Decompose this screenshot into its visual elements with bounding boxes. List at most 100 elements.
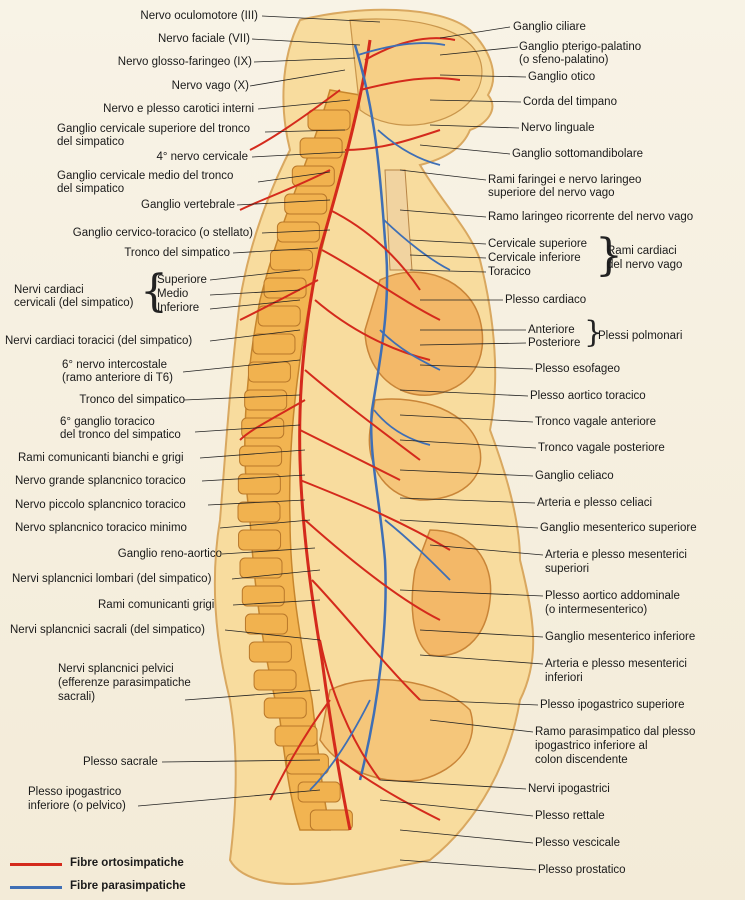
leader-line (399, 497, 536, 504)
leader-line (419, 699, 539, 706)
brace-plessi-polmonari: } (584, 315, 604, 350)
leader-line (251, 151, 346, 158)
label-ramo-anteriore-t6: (ramo anteriore di T6) (62, 372, 173, 384)
label-nervo-faciale: Nervo faciale (VII) (157, 33, 250, 45)
leader-line (409, 254, 487, 259)
vertebra (241, 585, 285, 607)
vertebra (237, 473, 281, 495)
leader-line (201, 474, 306, 482)
vertebra (248, 641, 292, 663)
leader-line (419, 654, 544, 665)
nerve-fiber (309, 699, 371, 791)
leader-line (209, 289, 301, 296)
legend-swatch-ortho (10, 863, 62, 866)
label-medio: Medio (157, 288, 189, 300)
leader-line (199, 449, 306, 459)
label-ganglio-cervicale-medio: Ganglio cervicale medio del tronco (57, 170, 234, 182)
label-corda-timpano: Corda del timpano (523, 96, 617, 108)
vertebra (237, 501, 281, 523)
leader-line (221, 547, 316, 555)
vertebra (269, 249, 313, 271)
head-region (349, 18, 483, 126)
leader-line (409, 239, 487, 245)
label-ramo-laringeo-ricorrente: Ramo laringeo ricorrente del nervo vago (488, 211, 694, 223)
label-anteriore: Anteriore (528, 324, 575, 336)
leader-line (429, 99, 522, 103)
leader-line (231, 569, 321, 580)
vertebra (244, 613, 288, 635)
vertebrae (237, 109, 353, 831)
label-efferenze-parasimpatiche: (efferenze parasimpatiche (58, 677, 191, 689)
label-nervo-oculomotore: Nervo oculomotore (III) (140, 10, 258, 22)
leader-line (264, 129, 346, 133)
nerve-fiber (379, 329, 441, 371)
label-ganglio-cervicale-superiore: Ganglio cervicale superiore del tronco (57, 123, 251, 135)
label-nervi-cardiaci: Nervi cardiaci (14, 284, 84, 296)
leader-line (419, 144, 511, 155)
label-toracico: Toracico (488, 266, 531, 278)
label-arteria-mesenterici-sup: Arteria e plesso mesenterici (545, 549, 687, 561)
label-ganglio-vertebrale: Ganglio vertebrale (141, 199, 235, 211)
label-tronco-simpatico-3: del tronco del simpatico (60, 429, 181, 441)
nerve-fiber (357, 42, 446, 56)
leader-line (224, 629, 321, 641)
leader-line (236, 199, 331, 206)
leader-line (439, 26, 511, 39)
label-rami-cardiaci: Rami cardiaci (607, 245, 677, 257)
label-tronco-vagale-anteriore: Tronco vagale anteriore (535, 416, 657, 428)
nerve-fiber (304, 369, 421, 461)
label-sacrali: sacrali) (58, 691, 96, 703)
label-ganglio-cervicale-superiore-2: del simpatico (57, 136, 125, 148)
nerve-fiber (364, 37, 456, 61)
leader-line (253, 57, 356, 63)
label-nervo-splancnico-minimo: Nervo splancnico toracico minimo (15, 522, 187, 534)
label-rami-comunicanti-bianchi: Rami comunicanti bianchi e grigi (18, 452, 184, 464)
nerve-fiber (321, 249, 441, 321)
label-arteria-mesenterici-inf: Arteria e plesso mesenterici (545, 658, 687, 670)
leader-line (379, 799, 534, 817)
leader-line (399, 829, 534, 844)
label-nervi-cardiaci-cervicali: cervicali (del simpatico) (14, 297, 134, 309)
label-nervo-linguale: Nervo linguale (521, 122, 595, 134)
nerve-fiber (239, 279, 319, 321)
label-plesso-aortico-toracico: Plesso aortico toracico (530, 390, 646, 402)
label-tronco-simpatico-1: Tronco del simpatico (124, 247, 230, 259)
leader-line (379, 779, 527, 790)
leader-line (419, 342, 527, 346)
vertebra (274, 725, 318, 747)
leader-line (209, 269, 301, 281)
vertebra (299, 137, 343, 159)
leader-line (439, 46, 519, 56)
label-nervo-vago-cardiaci: del nervo vago (607, 259, 683, 271)
label-ramo-parasimpatico: Ramo parasimpatico dal plesso (535, 726, 696, 738)
sympathetic-trunk (298, 39, 372, 831)
label-tronco-simpatico-2: Tronco del simpatico (79, 394, 185, 406)
label-inferiore: Inferiore (157, 302, 200, 314)
leader-line (194, 424, 301, 433)
label-nervi-splancnici-sacrali: Nervi splancnici sacrali (del simpatico) (10, 624, 205, 636)
legend-ortho: Fibre ortosimpatiche (70, 857, 184, 869)
label-ipogastrico-inferiore-al: ipogastrico inferiore al (535, 740, 648, 752)
label-nervi-ipogastrici: Nervi ipogastrici (528, 783, 610, 795)
label-laringeo-superiore: superiore del nervo vago (488, 187, 615, 199)
vertebra (309, 809, 353, 831)
label-nervo-glosso-faringeo: Nervo glosso-faringeo (IX) (117, 56, 252, 68)
leader-line (419, 629, 544, 638)
label-plesso-esofageo: Plesso esofageo (535, 363, 621, 375)
label-intermesenterico: (o intermesenterico) (545, 604, 648, 616)
label-ganglio-ciliare: Ganglio ciliare (513, 21, 586, 33)
label-ganglio-cervicale-medio-2: del simpatico (57, 183, 125, 195)
leader-line (399, 439, 537, 449)
leader-lines (137, 15, 544, 871)
leader-line (419, 364, 534, 370)
label-plesso-ipogastrico-superiore: Plesso ipogastrico superiore (540, 699, 685, 711)
label-nervo-piccolo-splancnico: Nervo piccolo splancnico toracico (15, 499, 186, 511)
leader-line (399, 414, 534, 423)
legend-para: Fibre parasimpatiche (70, 880, 186, 892)
vertebra (241, 417, 285, 439)
leader-line (429, 544, 544, 556)
label-ganglio-sottomandibolare: Ganglio sottomandibolare (512, 148, 644, 160)
label-plessi-polmonari: Plessi polmonari (598, 330, 683, 342)
vertebra (263, 697, 307, 719)
